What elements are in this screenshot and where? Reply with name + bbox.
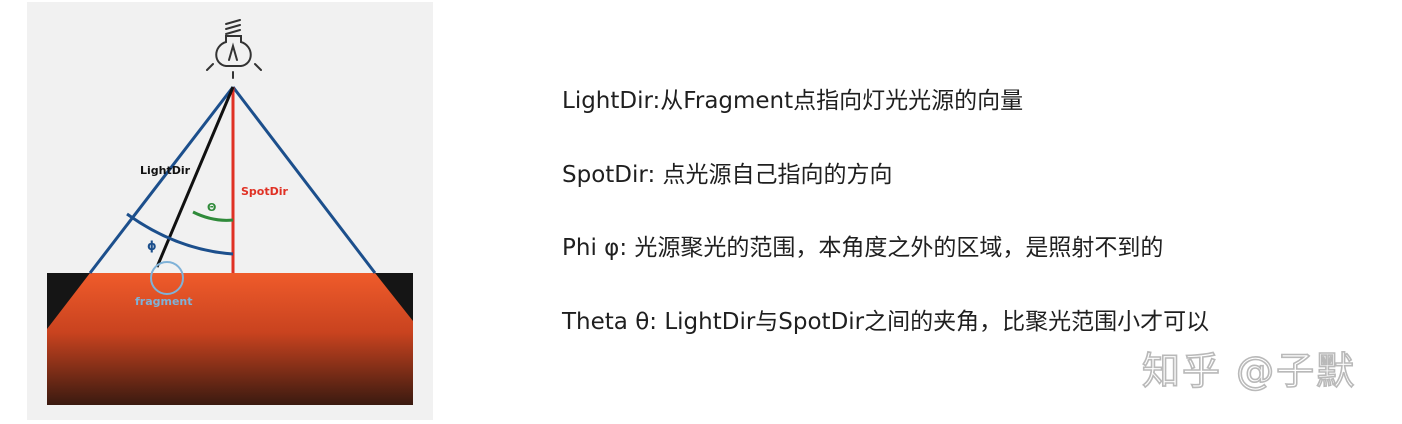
cone-edge-left	[88, 86, 235, 274]
spotlight-diagram: LightDir SpotDir Θ ϕ fragment	[27, 2, 433, 420]
caption-spot-dir: SpotDir: 点光源自己指向的方向	[562, 162, 893, 188]
light-dir-label: LightDir	[140, 164, 191, 177]
fragment-point	[150, 261, 184, 295]
watermark: 知乎 @子默	[1141, 348, 1357, 394]
caption-phi: Phi φ: 光源聚光的范围，本角度之外的区域，是照射不到的	[562, 235, 1164, 261]
fragment-label: fragment	[135, 295, 193, 308]
cone-edge-right	[231, 86, 377, 274]
phi-label: ϕ	[147, 239, 157, 253]
light-bulb-icon	[206, 19, 262, 79]
theta-arc	[192, 210, 234, 222]
caption-theta: Theta θ: LightDir与SpotDir之间的夹角，比聚光范围小才可以	[562, 309, 1210, 335]
light-dir-line	[155, 86, 235, 268]
spot-dir-label: SpotDir	[241, 185, 289, 198]
caption-light-dir: LightDir:从Fragment点指向灯光光源的向量	[562, 88, 1024, 114]
lit-floor	[47, 273, 413, 405]
spotlight-diagram-svg: LightDir SpotDir Θ ϕ fragment	[47, 19, 413, 405]
theta-label: Θ	[207, 201, 216, 214]
phi-arc	[126, 212, 234, 256]
